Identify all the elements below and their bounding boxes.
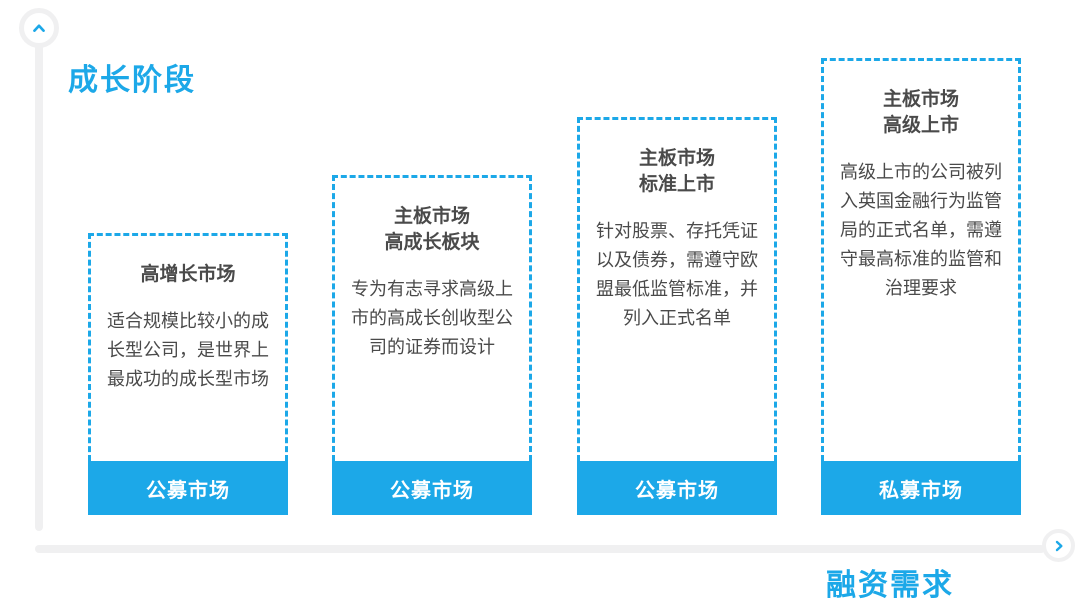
x-axis-line	[35, 545, 1045, 553]
stage-card-4-box: 主板市场 高级上市 高级上市的公司被列入英国金融行为监管局的正式名单，需遵守最高…	[821, 58, 1021, 461]
market-type-badge: 公募市场	[88, 461, 288, 515]
stage-card-title: 高增长市场	[140, 264, 236, 285]
scroll-right-button[interactable]	[1042, 529, 1075, 562]
stage-card-description: 针对股票、存托凭证以及债券，需遵守欧盟最低监管标准，并列入正式名单	[596, 221, 758, 328]
y-axis-label: 成长阶段	[68, 64, 196, 97]
market-type-badge: 公募市场	[332, 461, 532, 515]
stage-card-3-box: 主板市场 标准上市 针对股票、存托凭证以及债券，需遵守欧盟最低监管标准，并列入正…	[577, 117, 777, 461]
scroll-up-button[interactable]	[19, 8, 59, 48]
market-type-badge: 私募市场	[821, 461, 1021, 515]
stage-card-4: 主板市场 高级上市 高级上市的公司被列入英国金融行为监管局的正式名单，需遵守最高…	[821, 58, 1021, 515]
stage-card-description: 高级上市的公司被列入英国金融行为监管局的正式名单，需遵守最高标准的监管和治理要求	[840, 162, 1002, 298]
x-axis-label: 融资需求	[826, 569, 954, 602]
y-axis-line	[35, 44, 43, 531]
stage-card-2-box: 主板市场 高成长板块 专为有志寻求高级上市的高成长创收型公司的证券而设计	[332, 175, 532, 461]
stage-card-1-box: 高增长市场 适合规模比较小的成长型公司，是世界上最成功的成长型市场	[88, 233, 288, 461]
chevron-up-icon	[33, 24, 45, 32]
stage-card-3: 主板市场 标准上市 针对股票、存托凭证以及债券，需遵守欧盟最低监管标准，并列入正…	[577, 117, 777, 515]
stage-card-2: 主板市场 高成长板块 专为有志寻求高级上市的高成长创收型公司的证券而设计 公募市…	[332, 175, 532, 515]
stage-card-1: 高增长市场 适合规模比较小的成长型公司，是世界上最成功的成长型市场 公募市场	[88, 233, 288, 515]
chevron-right-icon	[1055, 540, 1063, 551]
market-type-badge: 公募市场	[577, 461, 777, 515]
stage-card-description: 专为有志寻求高级上市的高成长创收型公司的证券而设计	[351, 279, 513, 357]
stage-card-description: 适合规模比较小的成长型公司，是世界上最成功的成长型市场	[107, 311, 269, 389]
stage-card-title: 主板市场 标准上市	[638, 148, 715, 195]
stage-card-title: 主板市场 高级上市	[882, 89, 959, 136]
stage-card-title: 主板市场 高成长板块	[384, 206, 480, 253]
